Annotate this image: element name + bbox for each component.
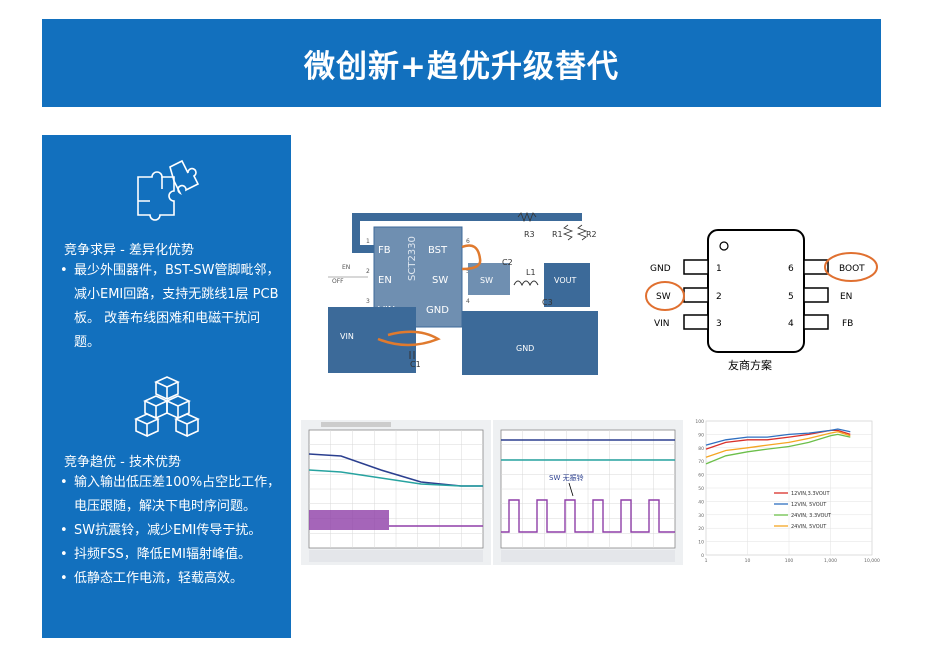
svg-text:GND: GND — [516, 344, 534, 353]
svg-text:R3: R3 — [524, 230, 535, 239]
x-tick-label: 1 — [705, 558, 708, 564]
svg-text:OFF: OFF — [332, 278, 344, 285]
pin-en: EN — [378, 275, 392, 286]
y-tick-label: 70 — [698, 459, 704, 465]
pin-sw: SW — [432, 275, 448, 286]
svg-text:3: 3 — [716, 319, 722, 329]
svg-text:VIN: VIN — [340, 332, 354, 341]
boot-highlight — [824, 252, 878, 282]
pin-label: GND — [650, 264, 671, 274]
x-tick-label: 10 — [745, 558, 751, 564]
y-tick-label: 10 — [698, 540, 704, 546]
legend-label: 12VIN,3.3VOUT — [791, 491, 830, 497]
svg-text:C1: C1 — [410, 360, 421, 369]
pin-fb: FB — [378, 245, 391, 256]
svg-text:1: 1 — [716, 264, 722, 274]
y-tick-label: 0 — [701, 553, 704, 559]
svg-text:1: 1 — [366, 238, 370, 245]
list-item: SW抗震铃，减少EMI传导于扰。 — [60, 519, 282, 543]
series-line — [705, 428, 851, 446]
section1-list: 最少外围器件，BST-SW管脚毗邻，减小EMI回路，支持无跳线1层 PCB板。 … — [60, 259, 282, 355]
competitor-pinout: GND SW VIN 1 2 3 6 5 4 BOOT EN FB 友商方案 — [640, 226, 880, 376]
y-tick-label: 40 — [698, 499, 704, 505]
oscilloscope-capture-1 — [301, 420, 491, 565]
svg-text:4: 4 — [466, 298, 470, 305]
y-tick-label: 50 — [698, 486, 704, 492]
svg-text:5: 5 — [788, 292, 794, 302]
y-tick-label: 100 — [695, 419, 704, 425]
list-item: 抖频FSS，降低EMI辐射峰值。 — [60, 543, 282, 567]
sw-highlight — [645, 281, 685, 311]
section2-list: 输入输出低压差100%占空比工作，电压跟随，解决下电时序问题。 SW抗震铃，减少… — [60, 471, 282, 591]
y-tick-label: 60 — [698, 473, 704, 479]
pcb-layout-diagram: SCT2330 FB EN VIN BST SW GND 1 2 3 6 5 4… — [328, 211, 600, 377]
list-item: 输入输出低压差100%占空比工作，电压跟随，解决下电时序问题。 — [60, 471, 282, 519]
svg-text:VOUT: VOUT — [554, 276, 576, 285]
x-tick-label: 10,000 — [864, 558, 880, 564]
page-title: 微创新+趋优升级替代 — [304, 48, 619, 85]
pinout-caption: 友商方案 — [728, 358, 772, 372]
pin-label: FB — [842, 319, 853, 329]
series-line — [705, 433, 851, 465]
chip-label: SCT2330 — [407, 236, 418, 281]
title-banner: 微创新+趋优升级替代 — [42, 19, 881, 107]
list-item: 低静态工作电流，轻载高效。 — [60, 567, 282, 591]
section2-title: 竞争趋优 - 技术优势 — [64, 455, 181, 470]
pin-label: VIN — [654, 319, 670, 329]
y-tick-label: 30 — [698, 513, 704, 519]
x-tick-label: 100 — [785, 558, 794, 564]
series-line — [705, 431, 851, 458]
svg-text:R2: R2 — [586, 230, 597, 239]
pin-gnd: GND — [426, 305, 449, 316]
svg-text:2: 2 — [716, 292, 722, 302]
y-tick-label: 20 — [698, 526, 704, 532]
list-item: 最少外围器件，BST-SW管脚毗邻，减小EMI回路，支持无跳线1层 PCB板。 … — [60, 259, 282, 355]
cubes-icon — [134, 375, 200, 441]
legend-label: 24VIN, 3.3VOUT — [791, 513, 832, 519]
series-line — [705, 429, 851, 450]
section1-title: 竞争求异 - 差异化优势 — [64, 243, 194, 258]
svg-text:L1: L1 — [526, 268, 536, 277]
legend-label: 12VIN, 5VOUT — [791, 502, 827, 508]
y-tick-label: 80 — [698, 446, 704, 452]
legend-label: 24VIN, 5VOUT — [791, 524, 827, 530]
svg-text:4: 4 — [788, 319, 794, 329]
x-tick-label: 1,000 — [824, 558, 837, 564]
svg-text:3: 3 — [366, 298, 370, 305]
svg-text:C3: C3 — [542, 298, 553, 307]
svg-text:SW: SW — [480, 276, 493, 285]
pin-label: BOOT — [839, 264, 865, 274]
puzzle-icon — [134, 159, 200, 231]
svg-text:EN: EN — [342, 264, 350, 271]
svg-text:6: 6 — [788, 264, 794, 274]
svg-text:2: 2 — [366, 268, 370, 275]
svg-text:R1: R1 — [552, 230, 563, 239]
svg-text:C2: C2 — [502, 258, 513, 267]
advantages-panel: 竞争求异 - 差异化优势 最少外围器件，BST-SW管脚毗邻，减小EMI回路，支… — [42, 135, 291, 638]
scope-annotation: SW 无振铃 — [549, 473, 584, 482]
y-tick-label: 90 — [698, 432, 704, 438]
svg-text:6: 6 — [466, 238, 470, 245]
oscilloscope-capture-2: SW 无振铃 — [493, 420, 683, 565]
pin-label: EN — [840, 292, 852, 302]
pin-bst: BST — [428, 245, 448, 256]
pin-label: SW — [656, 292, 671, 302]
